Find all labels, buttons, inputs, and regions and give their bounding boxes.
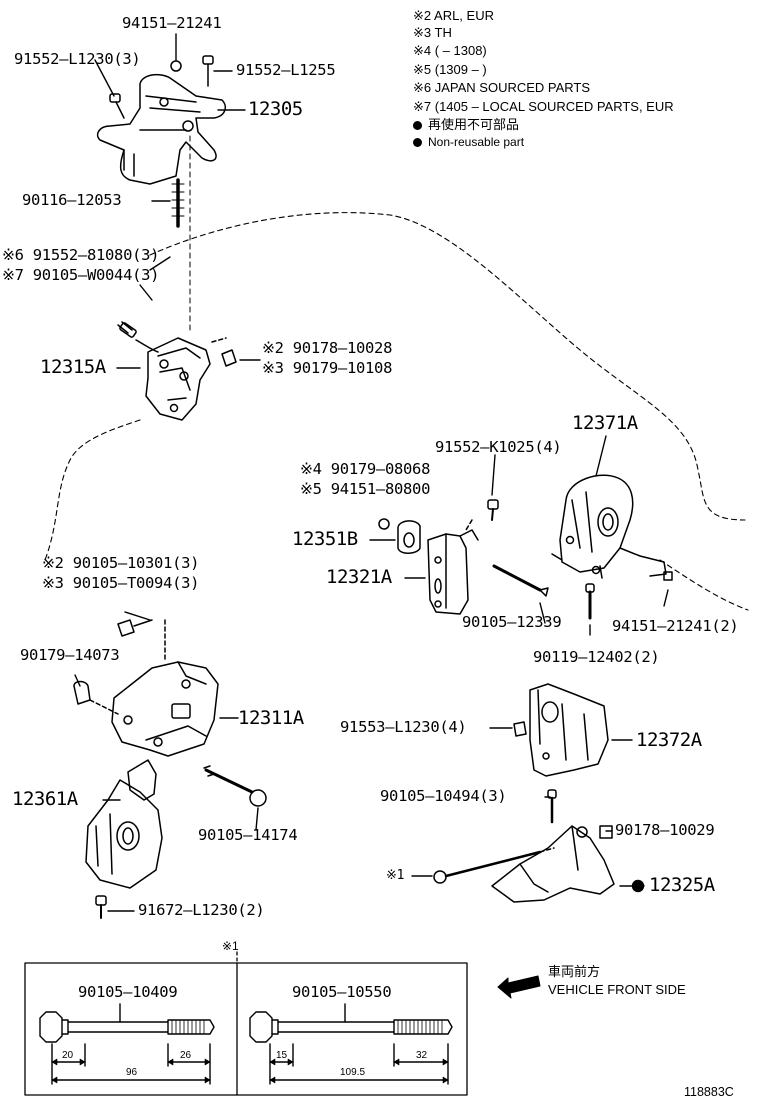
part-label: 12321A (326, 566, 392, 588)
legend-note-3: ※3 TH (413, 25, 452, 40)
legend-note-4: ※4 ( – 1308) (413, 43, 487, 58)
bolt-detail-box (24, 951, 468, 1096)
part-label: 12311A (238, 707, 304, 729)
figure-id: 118883C (684, 1085, 734, 1099)
bolt-part-label: 90105–10409 (78, 983, 178, 1001)
engine-outline (149, 212, 746, 521)
rear-mount-12371A (378, 474, 667, 579)
part-label: ※7 90105–W0044(3) (2, 266, 160, 284)
part-label: ※3 90105–T0094(3) (42, 574, 200, 592)
part-label: 12372A (636, 729, 702, 751)
engine-outline-left (44, 419, 141, 561)
dimension-label: 109.5 (340, 1067, 366, 1078)
part-label: 12315A (40, 356, 106, 378)
bracket-12321A (427, 519, 673, 620)
part-label: ※2 90178–10028 (262, 339, 393, 357)
part-label: 91552–L1255 (236, 61, 336, 79)
nonreusable-dot-icon (413, 138, 422, 148)
part-label: 12305 (248, 98, 303, 120)
part-label: 12371A (572, 412, 638, 434)
part-label: 90179–14073 (20, 646, 120, 664)
part-label: ※4 90179–08068 (300, 460, 431, 478)
legend-note-5: ※5 (1309 – ) (413, 62, 487, 77)
direction-label-jp: 車両前方 (548, 964, 601, 979)
part-label: 12361A (12, 788, 78, 810)
part-label: 90119–12402(2) (533, 648, 660, 666)
bolt-90105-10409 (39, 1003, 215, 1085)
part-label: 90116–12053 (22, 191, 122, 209)
direction-label-en: VEHICLE FRONT SIDE (548, 982, 686, 997)
part-label: 91552–L1230(3) (14, 50, 141, 68)
part-label: ※3 90179–10108 (262, 359, 393, 377)
box-ref-label: ※1 (222, 939, 239, 953)
bracket-12311A (73, 619, 267, 807)
part-label: ※5 94151–80800 (300, 480, 431, 498)
part-label: 94151–21241 (122, 14, 222, 32)
part-label: 90178–10029 (615, 821, 715, 839)
part-label: ※6 91552–81080(3) (2, 246, 160, 264)
bolt-part-label: 90105–10550 (292, 983, 392, 1001)
part-label: 91672–L1230(2) (138, 901, 265, 919)
part-label: ※2 90105–10301(3) (42, 554, 200, 572)
bracket-12315A (117, 321, 237, 421)
legend-note-7: ※7 (1405 – LOCAL SOURCED PARTS, EUR (413, 99, 674, 114)
dimension-label: 96 (126, 1067, 138, 1078)
bracket-12325A (433, 825, 645, 903)
part-label: ※1 (386, 868, 405, 883)
dimension-label: 20 (62, 1050, 74, 1061)
part-label: 90105–12339 (462, 613, 562, 631)
part-label: 94151–21241(2) (612, 617, 739, 635)
dimension-label: 26 (180, 1050, 192, 1061)
upper-mount-12305 (96, 55, 227, 331)
front-direction-arrow (497, 975, 541, 999)
legend-nonreusable-jp: 再使用不可部品 (413, 118, 519, 131)
dimension-label: 15 (276, 1050, 288, 1061)
part-label: 90105–14174 (198, 826, 298, 844)
nonreusable-dot-icon (413, 121, 422, 131)
legend-nonreusable-en: Non-reusable part (413, 136, 524, 148)
part-label: 91552–K1025(4) (435, 438, 562, 456)
part-label: 12351B (292, 528, 358, 550)
part-label: 90105–10494(3) (380, 787, 507, 805)
dimension-label: 32 (416, 1050, 428, 1061)
front-mount-12361A (85, 759, 163, 919)
part-label: 91553–L1230(4) (340, 718, 467, 736)
mount-12372A (513, 683, 609, 824)
bolt-90105-10550 (249, 1003, 453, 1085)
legend-note-6: ※6 JAPAN SOURCED PARTS (413, 80, 591, 95)
legend-note-2: ※2 ARL, EUR (413, 8, 494, 23)
part-label: 12325A (649, 874, 715, 896)
engine-outline-right (659, 559, 749, 611)
